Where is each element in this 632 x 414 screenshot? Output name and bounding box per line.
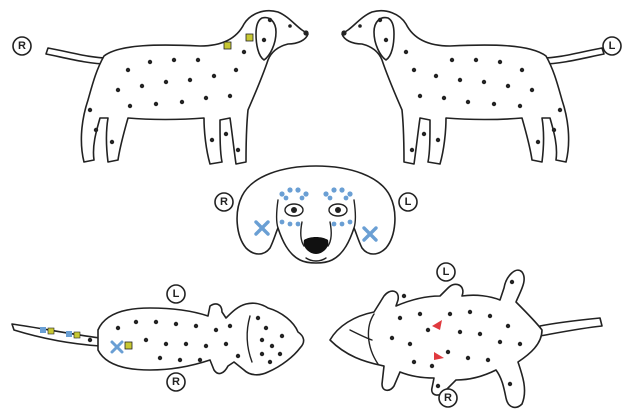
- head-right-side-label: R: [215, 193, 233, 211]
- head-front-view: [237, 166, 395, 263]
- dorsal-yellow-marker: [125, 342, 132, 349]
- svg-text:R: R: [172, 376, 180, 388]
- head-right-pupil: [291, 207, 297, 213]
- right-lateral-eye: [288, 24, 292, 28]
- svg-text:R: R: [18, 40, 26, 52]
- dorsal-top-label: L: [167, 285, 185, 303]
- right-lateral-yellow-marker-neck: [246, 34, 253, 41]
- svg-text:L: L: [609, 40, 616, 52]
- right-lateral-dog-view: [46, 11, 309, 164]
- ventral-top-label: L: [437, 263, 455, 281]
- right-lateral-yellow-marker: [224, 42, 231, 49]
- svg-text:L: L: [173, 288, 180, 300]
- ventral-bottom-label: R: [439, 389, 457, 407]
- ventral-tail: [540, 318, 602, 336]
- ventral-view: [330, 270, 602, 407]
- right-lateral-nose: [303, 30, 308, 35]
- head-left-side-label: L: [399, 193, 417, 211]
- right-lateral-tail: [46, 48, 108, 64]
- left-lateral-side-label: L: [603, 37, 621, 55]
- svg-text:L: L: [405, 196, 412, 208]
- svg-text:R: R: [220, 196, 228, 208]
- dorsal-body: [98, 303, 304, 375]
- svg-text:R: R: [444, 392, 452, 404]
- dorsal-tail: [12, 324, 100, 346]
- right-lateral-ear: [256, 18, 276, 60]
- head-left-pupil: [335, 207, 341, 213]
- left-lateral-dog-view: [341, 11, 604, 164]
- svg-text:L: L: [443, 266, 450, 278]
- dorsal-view: [12, 303, 304, 375]
- right-lateral-side-label: R: [13, 37, 31, 55]
- dorsal-bottom-label: R: [167, 373, 185, 391]
